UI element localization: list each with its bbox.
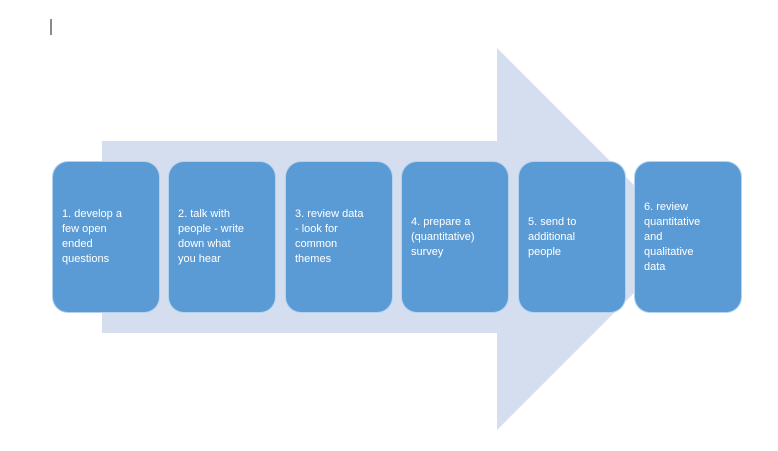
- step-box-6[interactable]: 6. review quantitative and qualitative d…: [634, 161, 742, 313]
- step-label-5: 5. send to additional people: [528, 215, 577, 258]
- step-label-2: 2. talk with people - write down what yo…: [178, 208, 245, 265]
- step-label-3: 3. review data - look for common themes: [295, 208, 364, 265]
- step-box-3[interactable]: 3. review data - look for common themes: [285, 161, 393, 313]
- right-arrow-shape[interactable]: [102, 48, 688, 430]
- step-box-4[interactable]: 4. prepare a (quantitative) survey: [401, 161, 509, 313]
- step-label-1: 1. develop a few open ended questions: [62, 208, 122, 265]
- step-label-6: 6. review quantitative and qualitative d…: [644, 200, 701, 273]
- step-label-4: 4. prepare a (quantitative) survey: [411, 215, 475, 258]
- step-box-1[interactable]: 1. develop a few open ended questions: [52, 161, 160, 313]
- text-cursor: [50, 19, 52, 35]
- step-box-2[interactable]: 2. talk with people - write down what yo…: [168, 161, 276, 313]
- step-box-5[interactable]: 5. send to additional people: [518, 161, 626, 313]
